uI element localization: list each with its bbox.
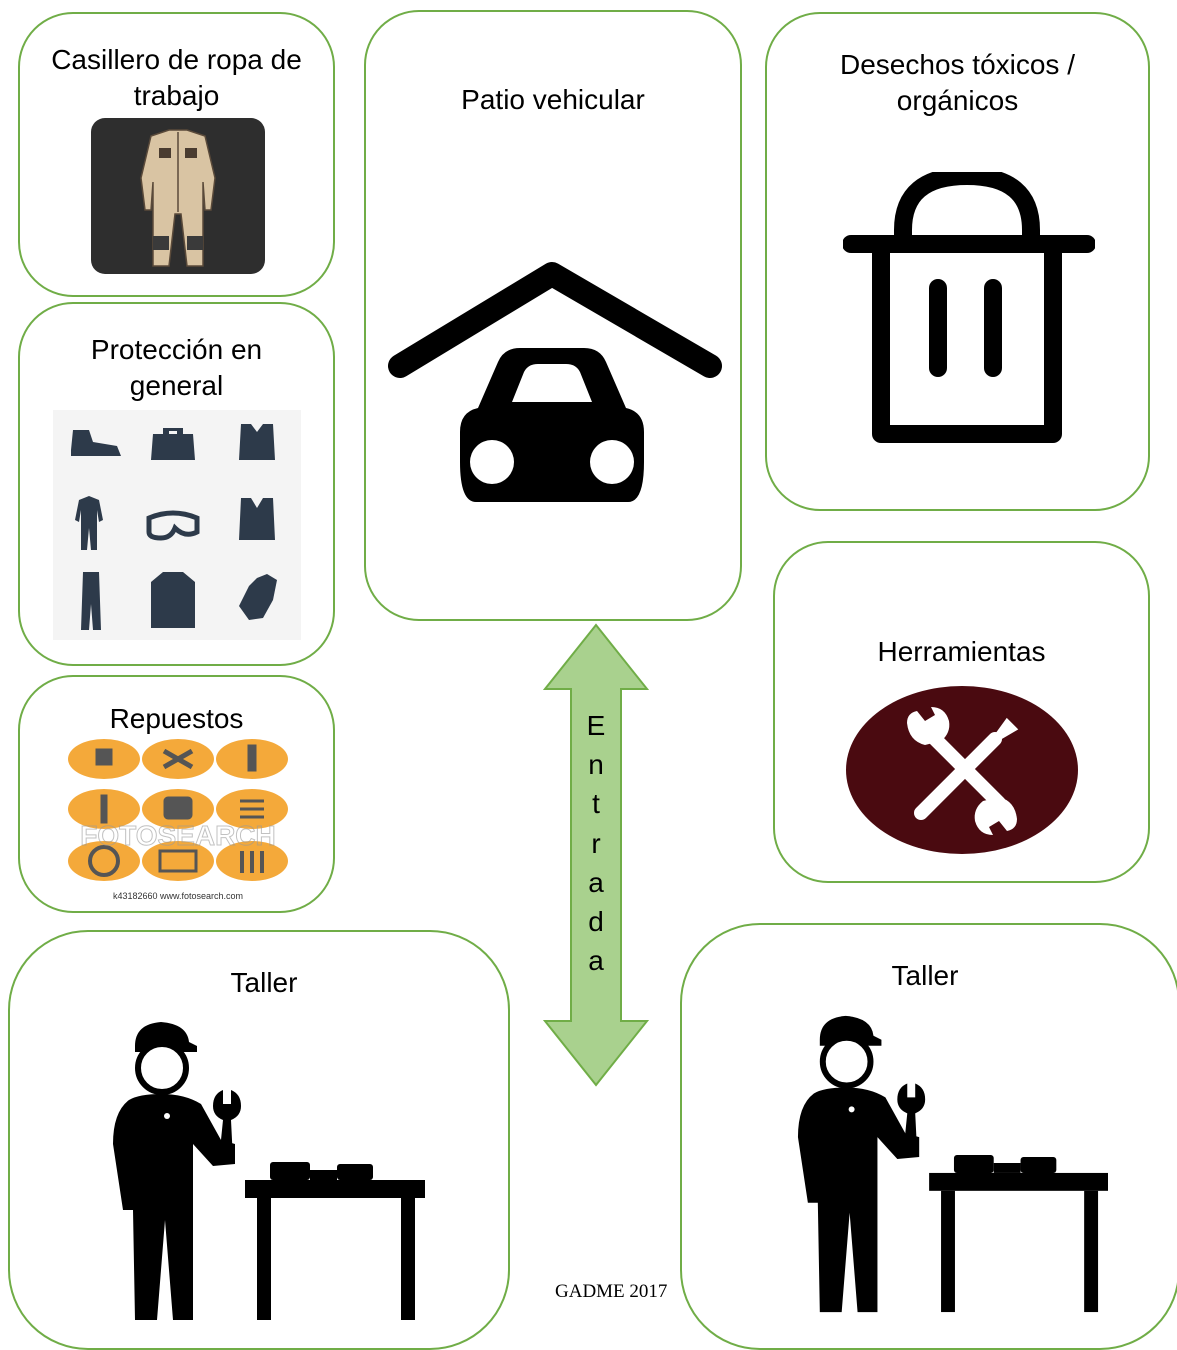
vest-icon: [239, 424, 275, 460]
zone-patio-title: Patio vehicular: [461, 84, 645, 115]
wrench-screwdriver-icon: [846, 686, 1078, 854]
bag-icon: [151, 428, 195, 460]
trash-bin-icon: [843, 172, 1095, 443]
zone-repuestos-title: Repuestos: [109, 703, 244, 734]
zone-proteccion: Protección en general: [18, 302, 335, 666]
zone-taller-left: Taller: [8, 930, 510, 1350]
zone-herramientas-title: Herramientas: [877, 636, 1046, 667]
repuestos-caption: k43182660 www.fotosearch.com: [113, 891, 243, 901]
entrada-arrow: [543, 623, 649, 1087]
safety-equipment-grid: [53, 410, 301, 640]
zone-desechos: Desechos tóxicos / orgánicos: [765, 12, 1150, 511]
mechanic-workbench-icon: [113, 1022, 425, 1320]
entrada-letter: t: [592, 788, 600, 819]
mechanic-workbench-icon: [797, 1015, 1108, 1313]
spare-parts-grid: FOTOSEARCH k43182660 www.fotosearch.com: [68, 739, 288, 901]
zone-patio: Patio vehicular: [364, 10, 742, 621]
zone-desechos-title: Desechos tóxicos / orgánicos: [840, 49, 1075, 116]
car-garage-icon: [388, 262, 722, 502]
entrada-letter: n: [588, 749, 604, 780]
zone-taller-right-title: Taller: [891, 960, 959, 991]
entrada-letter: a: [588, 945, 604, 976]
overalls-icon: [81, 572, 101, 630]
zone-casillero: Casillero de ropa de trabajo: [18, 12, 335, 297]
entrada-letter: d: [588, 906, 604, 937]
zone-repuestos: Repuestos FOTOSEARCH k43182660 www.fotos…: [18, 675, 335, 913]
zone-proteccion-title: Protección en general: [90, 334, 263, 401]
entrada-label: E n t r a d a: [571, 710, 621, 990]
coverall-icon: [91, 118, 265, 274]
zone-herramientas: Herramientas: [773, 541, 1150, 883]
zone-casillero-title: Casillero de ropa de trabajo: [51, 44, 302, 111]
boot-icon: [71, 430, 121, 456]
zone-taller-left-title: Taller: [230, 967, 298, 998]
vest2-icon: [239, 498, 275, 540]
entrada-letter: E: [586, 710, 606, 741]
footer-credit: GADME 2017: [555, 1281, 668, 1302]
repuestos-watermark: FOTOSEARCH: [80, 820, 276, 851]
entrada-letter: r: [591, 828, 601, 859]
zone-taller-right: Taller: [680, 923, 1177, 1350]
coverall-small-icon: [75, 496, 103, 550]
goggles-icon: [146, 510, 200, 541]
entrada-letter: a: [588, 867, 604, 898]
jacket-icon: [151, 572, 195, 628]
glove-icon: [239, 574, 277, 620]
